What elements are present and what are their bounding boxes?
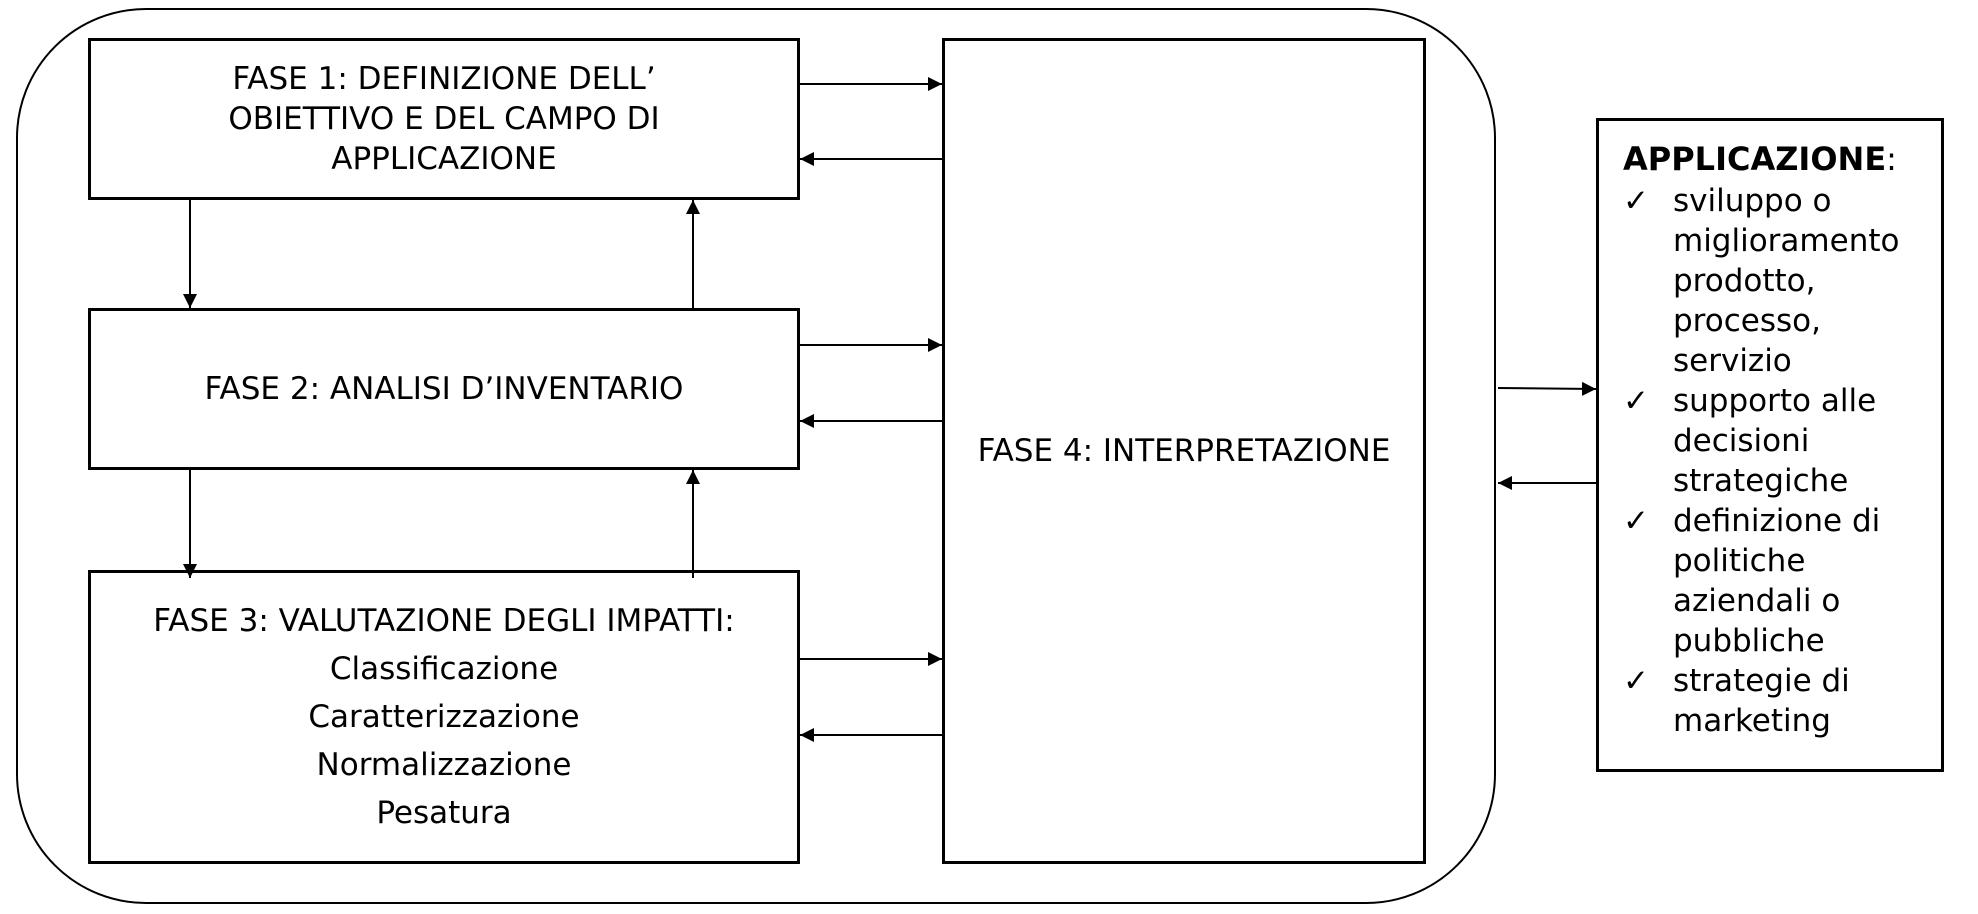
arrow-frame-to-applications	[1497, 381, 1597, 396]
phase-2-label: FASE 2: ANALISI D’INVENTARIO	[204, 371, 684, 407]
application-item: ✓ definizione di politiche aziendali o p…	[1623, 501, 1899, 661]
phase-3-step: Classificazione	[329, 651, 559, 687]
check-icon: ✓	[1623, 663, 1649, 699]
phase-3-box: FASE 3: VALUTAZIONE DEGLI IMPATTI: Class…	[88, 570, 800, 864]
application-item-text: sviluppo o miglioramento prodotto, proce…	[1673, 183, 1900, 379]
application-item-text: supporto alle decisioni strategiche	[1673, 383, 1877, 499]
phase-2-box: FASE 2: ANALISI D’INVENTARIO	[88, 308, 800, 470]
phase-1-line-1: FASE 1: DEFINIZIONE DELL’	[232, 61, 656, 97]
applications-list: ✓ sviluppo o miglioramento prodotto, pro…	[1623, 181, 1899, 741]
check-icon: ✓	[1623, 503, 1649, 539]
phase-1-line-3: APPLICAZIONE	[331, 141, 557, 177]
phase-3-step: Caratterizzazione	[308, 699, 580, 735]
applications-box: APPLICAZIONE: ✓ sviluppo o miglioramento…	[1596, 118, 1944, 772]
application-item: ✓ sviluppo o miglioramento prodotto, pro…	[1623, 181, 1899, 381]
lca-framework-frame	[16, 8, 1496, 904]
check-icon: ✓	[1623, 383, 1649, 419]
phase-3-step: Pesatura	[376, 795, 512, 831]
application-item: ✓ strategie di marketing	[1623, 661, 1899, 741]
applications-title: APPLICAZIONE:	[1623, 140, 1897, 178]
phase-3-title: FASE 3: VALUTAZIONE DEGLI IMPATTI:	[153, 603, 735, 639]
application-item-text: strategie di marketing	[1673, 663, 1850, 739]
phase-1-line-2: OBIETTIVO E DEL CAMPO DI	[228, 101, 660, 137]
phase-3-step: Normalizzazione	[316, 747, 572, 783]
phase-4-label: FASE 4: INTERPRETAZIONE	[977, 433, 1391, 469]
check-icon: ✓	[1623, 183, 1649, 219]
phase-1-box: FASE 1: DEFINIZIONE DELL’ OBIETTIVO E DE…	[88, 38, 800, 200]
application-item-text: definizione di politiche aziendali o pub…	[1673, 503, 1881, 659]
application-item: ✓ supporto alle decisioni strategiche	[1623, 381, 1899, 501]
phase-4-box: FASE 4: INTERPRETAZIONE	[942, 38, 1426, 864]
